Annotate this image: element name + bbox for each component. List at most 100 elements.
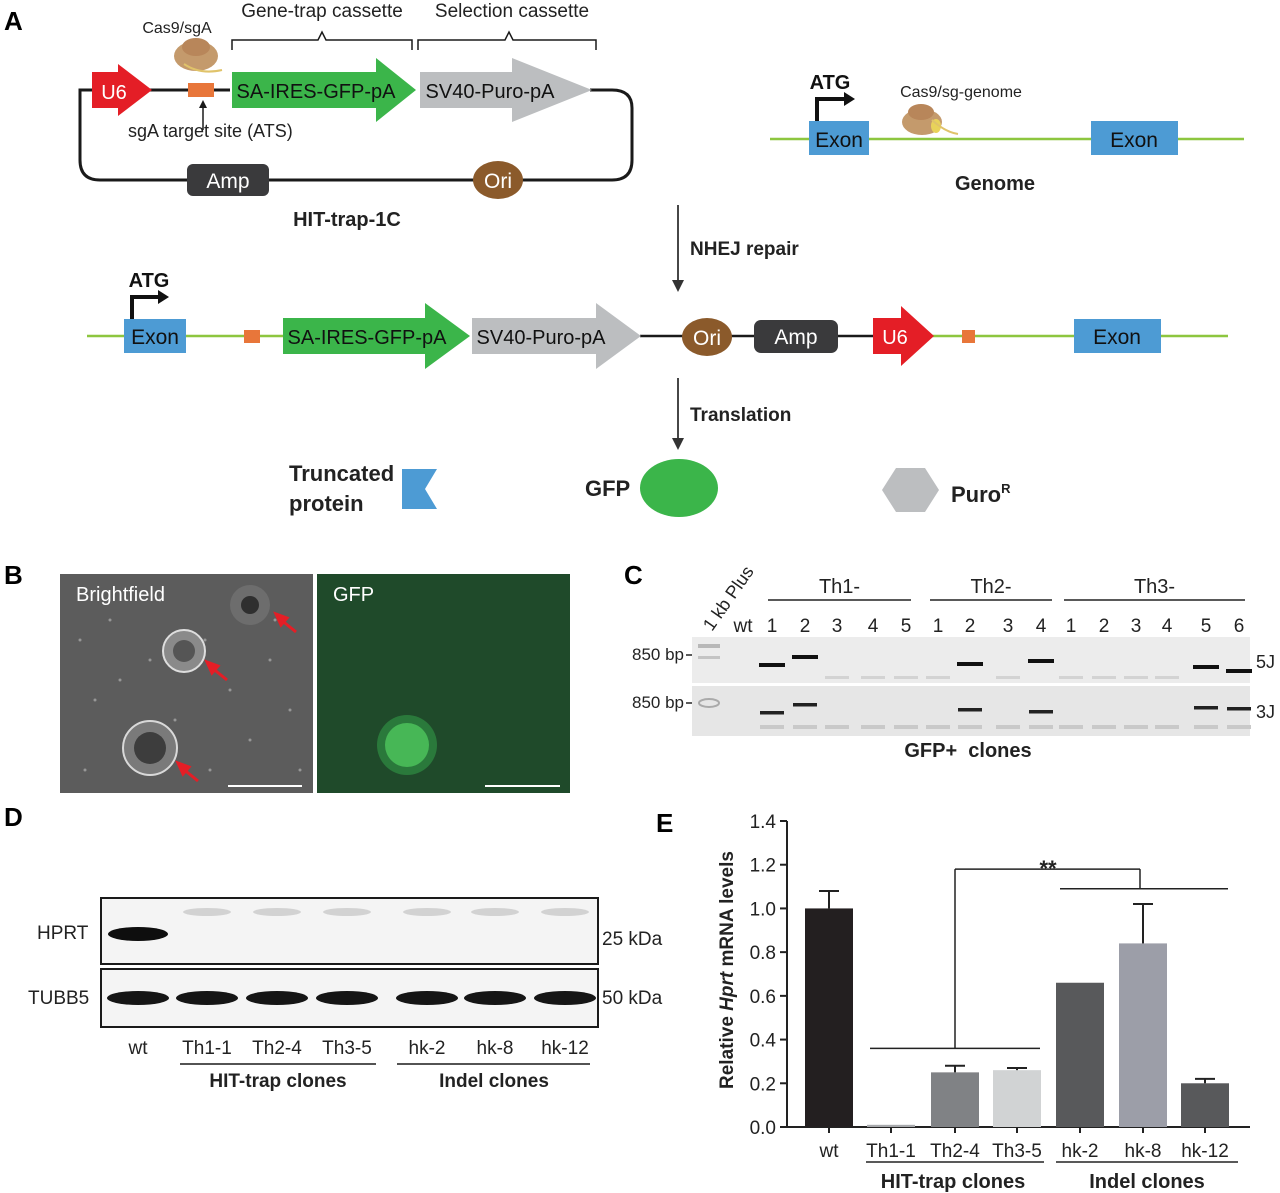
integrated-ori-label: Ori [693,327,721,350]
ats-pointer-head [199,100,207,108]
genome-exon-2-label: Exon [1110,129,1158,152]
e-y-tick-label: 0.0 [750,1118,776,1139]
wt-lane-label: wt [733,616,754,637]
gel-band-5j [792,655,818,659]
gel-faint-band [825,725,849,729]
blot-lane-label: Th1-1 [182,1038,232,1059]
cas9-genome-label: Cas9/sg-genome [900,84,1022,101]
blot-lane-label: Th2-4 [252,1038,302,1059]
colony-pointer-arrows [175,611,297,783]
blot-lane-label: hk-8 [477,1038,514,1059]
puro-product-superscript: R [1001,481,1011,496]
ori-ellipse [473,161,523,199]
colony-1-core [134,732,166,764]
gel-group-label: Th2- [970,576,1011,598]
integrated-sv40-arrow [472,303,641,369]
gel-faint-band [1155,725,1179,729]
gel-lane-number: 3 [1131,616,1142,637]
integrated-exon-1-label: Exon [131,326,179,349]
e-y-tick-label: 0.2 [750,1074,776,1095]
gel-lane-number: 2 [800,616,811,637]
gel-bands [698,644,1252,729]
plasmid-backbone [78,88,634,182]
gel-lane-number: 5 [1201,616,1212,637]
colony-3-core [241,596,259,614]
gel-faint-band [861,725,885,729]
gel-faint-band [996,676,1020,679]
puro-product-shape [882,468,939,512]
integrated-ori [682,318,732,356]
gel-group-headers: Th1-Th2-Th3- [768,576,1245,601]
cas9-sga-label: Cas9/sgA [142,20,212,37]
gel-faint-band [825,676,849,679]
gel-lane-number: 3 [1003,616,1014,637]
integrated-ats-2 [962,330,975,343]
genome-exon-1 [809,121,869,155]
gel-band-3j [760,711,784,715]
e-x-tick-label: hk-2 [1062,1141,1099,1162]
e-x-tick-label: wt [819,1141,840,1162]
gel-band-5j [957,662,983,666]
e-indel-group-label: Indel clones [1089,1171,1205,1193]
gel-band-5j [1193,665,1219,669]
panel-letter-c: C [624,560,643,590]
e-y-tick-label: 1.4 [750,812,777,833]
kda-label-top: 25 kDa [602,929,663,950]
e-y-tick-label: 1.2 [750,856,776,877]
panel-letter-a: A [4,6,23,36]
tubb5-band [107,991,169,1005]
gene-trap-bracket [231,30,413,50]
integrated-ats-1 [244,330,260,343]
blot-hprt [100,897,599,965]
gel-caption: GFP+ clones [904,740,1031,762]
integrated-exon-2 [1074,319,1161,353]
gfp-image-label: GFP [333,584,374,606]
gel-lane-number: 4 [1036,616,1047,637]
e-ylabel: Relative Hprt mRNA levels [717,851,738,1089]
translation-label: Translation [690,405,791,426]
gel-lane-number: 6 [1234,616,1245,637]
ats-label: sgA target site (ATS) [128,121,293,141]
e-ylabel-italic: Hprt [717,971,738,1011]
hprt-band [108,927,168,941]
bp-label-bottom: 850 bp [632,693,684,712]
nhej-arrowhead [672,280,684,292]
kda-label-bottom: 50 kDa [602,988,663,1009]
blot-lane-label: hk-2 [409,1038,446,1059]
gel-faint-band [996,725,1020,729]
e-bar [1056,982,1104,1127]
e-x-tick-label: Th2-4 [930,1141,980,1162]
tubb5-band [534,991,596,1005]
tubb5-band [464,991,526,1005]
gel-band-3j [1029,710,1053,714]
gel-band-3j [1227,707,1251,711]
translation-arrowhead [672,438,684,450]
panel-letter-b: B [4,560,23,590]
sa-ires-gfp-label: SA-IRES-GFP-pA [237,81,397,103]
hprt-faint-band [183,908,231,916]
u6-promoter-arrow [92,64,152,116]
gel-faint-band [760,725,784,729]
sa-ires-gfp-arrow [232,58,416,122]
integrated-exon-2-label: Exon [1093,326,1141,349]
e-bar [993,1070,1041,1127]
integrated-atg-label: ATG [129,270,170,292]
e-x-tick-label: hk-8 [1125,1141,1162,1162]
integrated-atg-arrow [130,295,160,319]
hprt-faint-band [471,908,519,916]
integrated-sa-ires-arrow [283,303,470,369]
amp-label: Amp [206,170,249,193]
gel-band-3j [793,703,817,707]
gel-lane-number: 2 [1099,616,1110,637]
gel-lane-number: 1 [933,616,944,637]
blot-lane-label: Th3-5 [322,1038,372,1059]
integrated-amp-label: Amp [774,326,817,349]
tubb5-band [246,991,308,1005]
e-bar [931,1072,979,1127]
selection-label: Selection cassette [435,1,589,22]
integrated-u6-label: U6 [882,327,908,349]
panel-letter-e: E [656,808,673,838]
